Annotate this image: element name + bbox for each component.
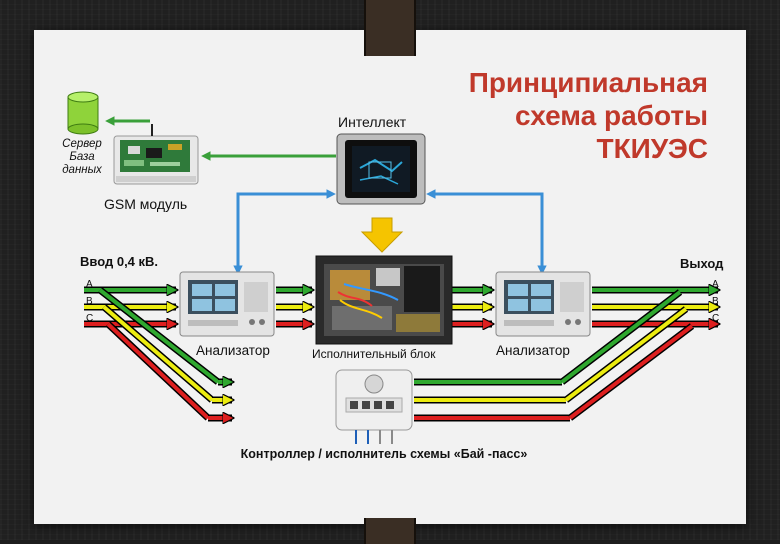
processor-chip-icon xyxy=(336,133,426,205)
control-down-arrow xyxy=(360,217,404,253)
input-label: Ввод 0,4 кВ. xyxy=(80,254,159,269)
executive-block-label: Исполнительный блок xyxy=(312,347,436,361)
phase-lines-bypass xyxy=(97,287,695,418)
phase-label-right-b: B xyxy=(712,296,719,307)
analyzer-left-icon xyxy=(179,271,275,337)
server-label: Сервер База данных xyxy=(62,138,102,176)
gsm-module-icon xyxy=(113,124,199,185)
phase-label-right-a: A xyxy=(712,279,719,290)
title-line-1: Принципиальная xyxy=(468,67,708,98)
intellect-label: Интеллект xyxy=(338,114,407,130)
phase-label-left-c: C xyxy=(86,313,94,324)
database-icon xyxy=(67,91,99,135)
executive-block-icon xyxy=(315,255,453,345)
analyzer-left-label: Анализатор xyxy=(196,343,270,358)
controller-icon xyxy=(335,369,413,444)
phase-label-left-a: A xyxy=(86,279,93,290)
title-line-3: ТКИУЭС xyxy=(596,133,708,164)
diagram-title: Принципиальная схема работы ТКИУЭС xyxy=(440,66,708,165)
controller-label: Контроллер / исполнитель схемы «Бай -пас… xyxy=(240,447,528,461)
binder-clip-top xyxy=(364,0,416,56)
title-line-2: схема работы xyxy=(515,100,708,131)
analyzer-right-label: Анализатор xyxy=(496,343,570,358)
output-label: Выход xyxy=(680,256,724,271)
gsm-label: GSM модуль xyxy=(104,196,188,212)
analyzer-right-icon xyxy=(495,271,591,337)
signal-line-right xyxy=(426,189,547,275)
signal-line-left xyxy=(233,189,336,275)
phase-label-left-b: B xyxy=(86,296,93,307)
phase-label-right-c: C xyxy=(712,313,720,324)
